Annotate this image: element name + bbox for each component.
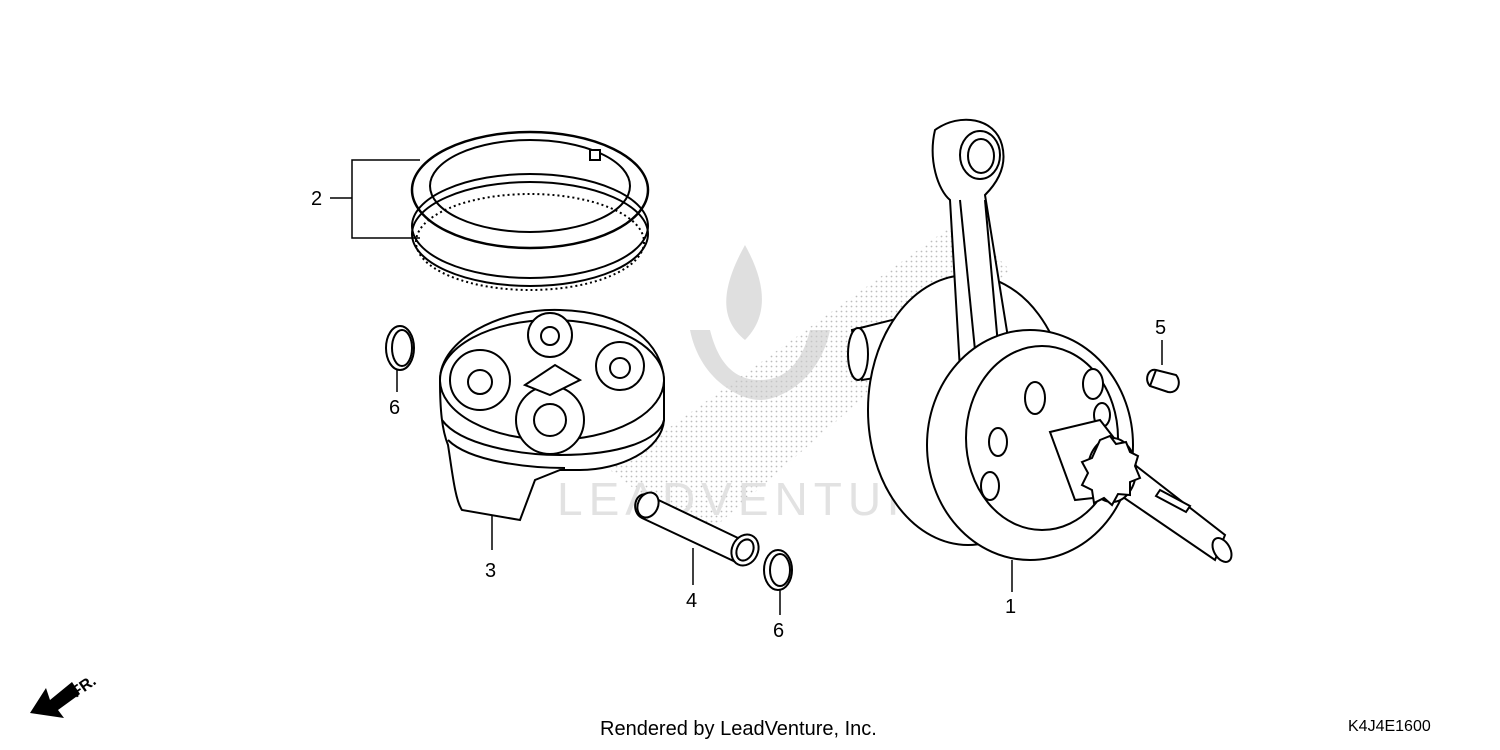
- callout-6-left: 6: [389, 397, 400, 419]
- diagram-code: K4J4E1600: [1348, 718, 1431, 735]
- crankshaft-assembly: [847, 118, 1233, 563]
- piston-ring-set: [410, 130, 650, 291]
- callout-3: 3: [485, 560, 496, 582]
- callout-6-right: 6: [773, 620, 784, 642]
- woodruff-key: [1146, 368, 1180, 394]
- piston-pin-clip-right: [763, 549, 793, 591]
- callout-2: 2: [311, 188, 322, 210]
- callout-5: 5: [1155, 317, 1166, 339]
- front-direction-arrow: FR.: [30, 673, 99, 718]
- piston-pin: [634, 491, 760, 567]
- piston: [438, 308, 665, 522]
- callout-1: 1: [1005, 596, 1016, 618]
- piston-pin-clip-left: [385, 325, 415, 371]
- footer-credit: Rendered by LeadVenture, Inc.: [600, 718, 877, 740]
- callout-2-leader: [330, 159, 420, 239]
- callout-4: 4: [686, 590, 697, 612]
